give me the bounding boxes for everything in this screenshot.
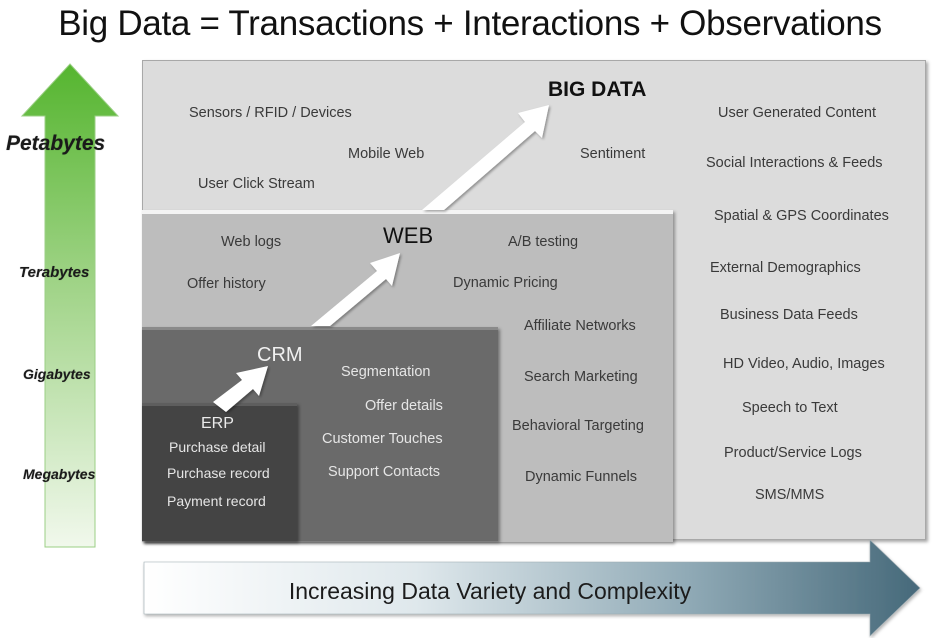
observation-item: External Demographics <box>710 260 861 276</box>
scale-label-petabytes: Petabytes <box>6 132 106 155</box>
big-data-item: Sentiment <box>580 146 646 162</box>
observation-item: Business Data Feeds <box>720 307 858 323</box>
web-item: A/B testing <box>508 234 579 250</box>
observation-item: User Generated Content <box>718 105 876 121</box>
interaction-item: Dynamic Funnels <box>525 469 638 485</box>
crm-heading: CRM <box>257 344 303 366</box>
web-item: Web logs <box>221 234 282 250</box>
web-item: Dynamic Pricing <box>453 275 558 291</box>
interaction-item: Affiliate Networks <box>524 318 636 334</box>
interaction-item: Behavioral Targeting <box>512 418 644 434</box>
observation-item: HD Video, Audio, Images <box>723 356 885 372</box>
big-data-item: User Click Stream <box>198 176 315 192</box>
erp-item: Purchase record <box>167 465 270 481</box>
web-item: Offer history <box>187 276 266 292</box>
web-heading: WEB <box>383 223 434 248</box>
crm-item: Segmentation <box>341 364 431 380</box>
interaction-item: Search Marketing <box>524 369 638 385</box>
observation-item: Product/Service Logs <box>724 445 862 461</box>
observation-item: Social Interactions & Feeds <box>706 155 883 171</box>
variety-axis-label: Increasing Data Variety and Complexity <box>288 578 692 604</box>
arrow-web-to-bigdata-icon <box>422 105 549 210</box>
erp-heading: ERP <box>201 415 234 432</box>
scale-label-terabytes: Terabytes <box>19 264 90 281</box>
crm-item: Support Contacts <box>328 464 441 480</box>
scale-label-gigabytes: Gigabytes <box>23 366 91 382</box>
variety-arrow-icon <box>143 539 921 637</box>
volume-scale: Petabytes Terabytes Gigabytes Megabytes <box>0 60 140 550</box>
arrow-crm-to-web-icon <box>311 253 400 326</box>
big-data-item: Mobile Web <box>348 146 425 162</box>
scale-label-megabytes: Megabytes <box>23 466 96 482</box>
volume-arrow-icon <box>20 63 120 548</box>
crm-item: Offer details <box>365 398 443 414</box>
erp-item: Purchase detail <box>169 439 266 455</box>
crm-item: Customer Touches <box>322 431 443 447</box>
observation-item: SMS/MMS <box>755 487 825 503</box>
erp-item: Payment record <box>167 493 266 509</box>
observation-item: Speech to Text <box>742 400 838 416</box>
arrow-erp-to-crm-icon <box>213 366 268 412</box>
big-data-heading: BIG DATA <box>548 78 647 101</box>
diagram-title: Big Data = Transactions + Interactions +… <box>58 4 882 43</box>
big-data-item: Sensors / RFID / Devices <box>189 105 352 121</box>
variety-axis <box>140 538 930 638</box>
observation-item: Spatial & GPS Coordinates <box>714 208 889 224</box>
